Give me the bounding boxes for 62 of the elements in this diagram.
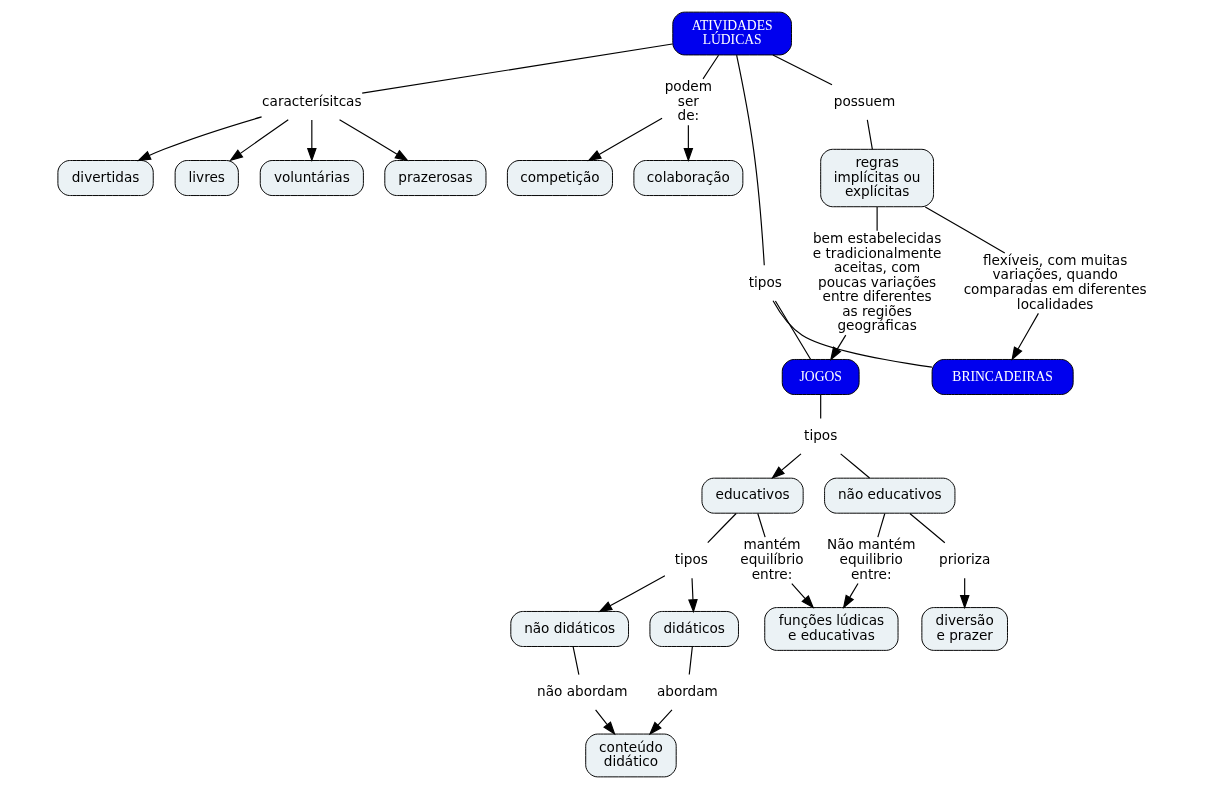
connector: [361, 43, 673, 94]
connector: [774, 300, 812, 360]
connector: [772, 300, 933, 368]
arrow: [771, 453, 802, 480]
node-box: prazerosas: [384, 160, 487, 196]
connector: [840, 453, 871, 479]
arrow: [791, 582, 815, 609]
node-box: educativos: [701, 477, 804, 514]
node-text: bem estabelecidas e tradicionalmente aceitas, com poucas variações entre diferentes as regiões geográficas: [812, 229, 942, 334]
node-text: prioriza: [939, 550, 991, 567]
node-box: funções lúdicas e educativas: [764, 607, 899, 651]
connector: [924, 206, 1006, 254]
node-box: competição: [506, 160, 613, 196]
node-box: JOGOS: [781, 359, 860, 395]
arrow: [587, 117, 663, 162]
arrow: [595, 709, 616, 736]
node-text: flexíveis, com muitas variações, quando comparadas em diferentes localidades: [963, 251, 1147, 312]
arrow: [683, 124, 694, 163]
arrow: [136, 116, 263, 162]
connector: [688, 646, 693, 676]
node-text: tipos: [804, 426, 838, 443]
node-box: divertidas: [57, 160, 154, 196]
arrow: [842, 582, 859, 609]
node-box: didáticos: [649, 611, 739, 647]
connector: [736, 54, 765, 266]
arrow: [648, 709, 673, 736]
node-box: não didáticos: [510, 611, 629, 647]
node-box: voluntárias: [259, 160, 364, 196]
node-text: Não mantém equilibrio entre:: [827, 536, 916, 582]
arrow: [338, 119, 409, 162]
node-text: abordam: [656, 682, 718, 699]
node-box: diversão e prazer: [921, 607, 1008, 651]
node-text: caracterísitcas: [262, 92, 362, 109]
connector: [702, 54, 720, 80]
node-box: conteúdo didático: [585, 733, 677, 778]
node-box: colaboração: [633, 160, 744, 196]
node-box: livres: [174, 160, 239, 196]
node-box: BRINCADEIRAS: [931, 359, 1074, 395]
node-box: regras implícitas ou explícitas: [820, 148, 935, 208]
arrow: [598, 575, 666, 613]
node-box: não educativos: [824, 477, 956, 514]
arrow: [688, 577, 698, 614]
connector: [772, 54, 833, 86]
node-text: mantém equilíbrio entre:: [740, 536, 804, 582]
arrow: [306, 119, 317, 163]
connector: [757, 512, 766, 538]
arrow: [229, 119, 289, 162]
node-text: tipos: [674, 550, 708, 567]
connector: [820, 394, 822, 420]
connector: [866, 119, 873, 150]
node-text: não abordam: [537, 682, 628, 699]
connector: [877, 512, 886, 538]
node-text: podem ser de:: [664, 78, 712, 124]
node-text: possuem: [833, 92, 896, 109]
node-text: tipos: [748, 273, 782, 290]
node-box: ATIVIDADES LÚDICAS: [672, 11, 792, 56]
connector: [909, 512, 946, 544]
connector: [572, 646, 580, 676]
connector: [876, 206, 878, 232]
arrow: [829, 334, 847, 361]
connector: [707, 512, 737, 544]
arrow: [1011, 312, 1039, 361]
